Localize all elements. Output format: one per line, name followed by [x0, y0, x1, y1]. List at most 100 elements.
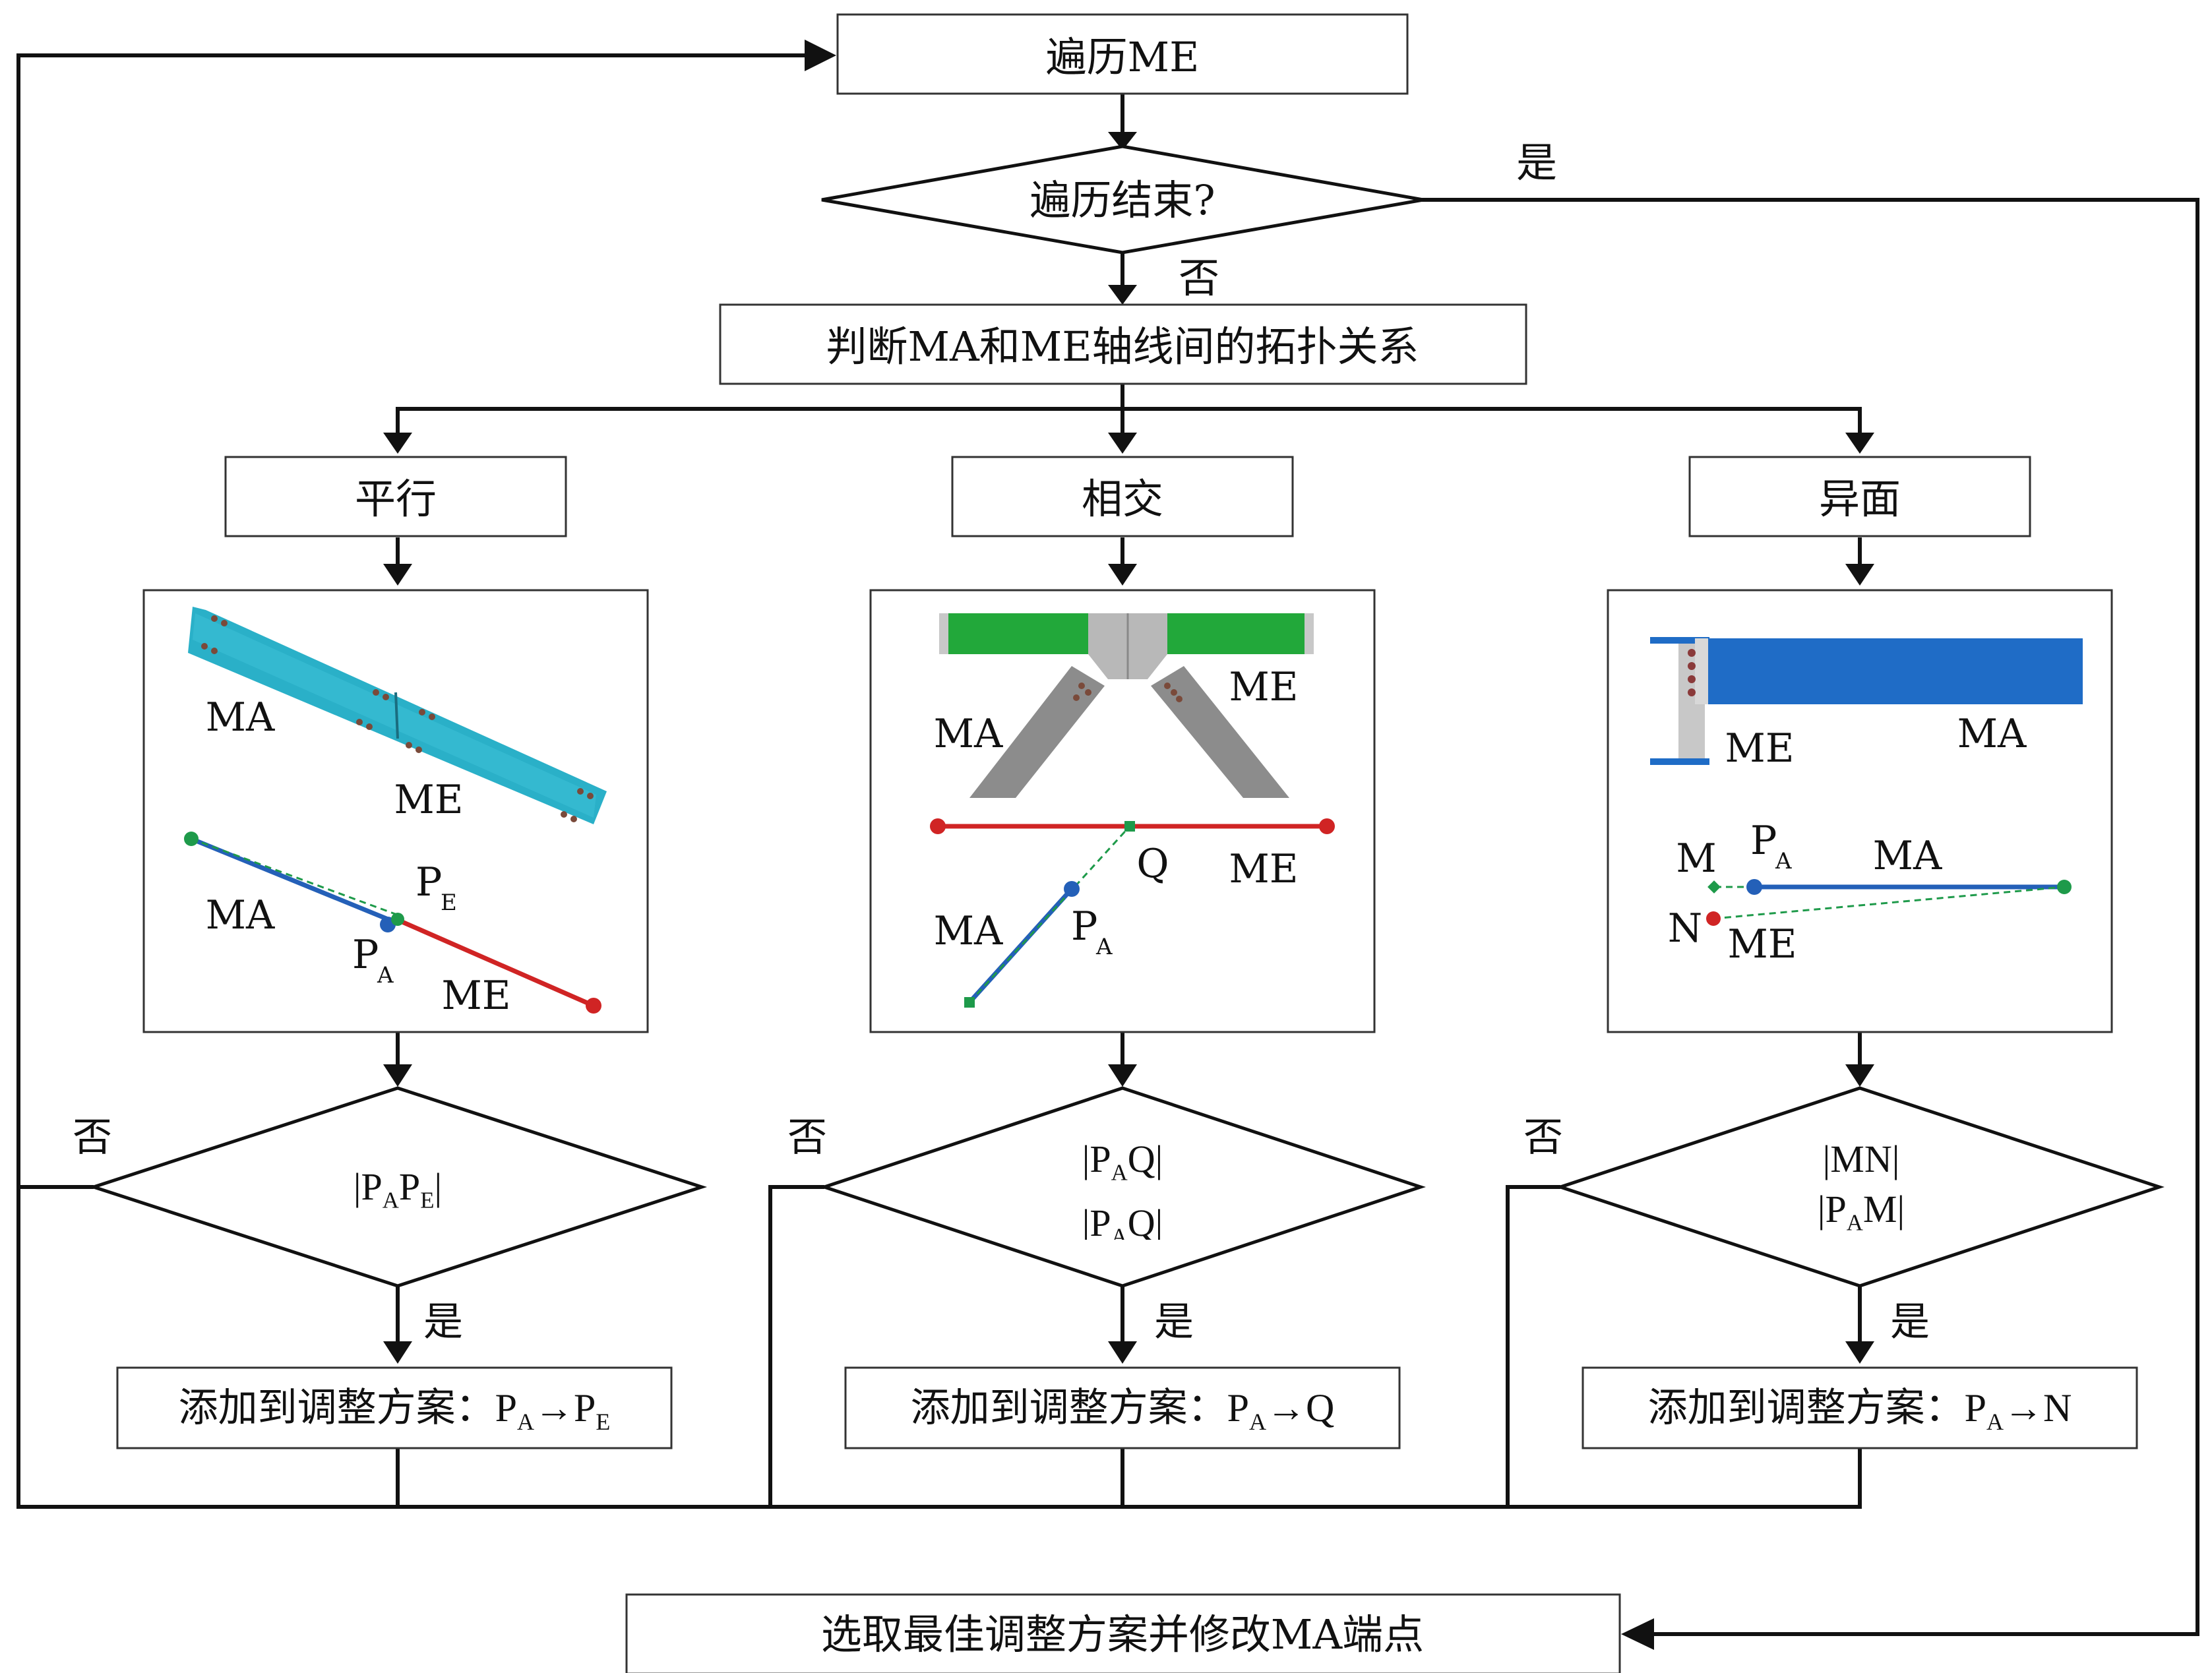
condition-text-intersect: |PAQ| |PAQ|: [1082, 1138, 1163, 1240]
steel-bolts: [1688, 649, 1696, 696]
arrowhead: [383, 564, 412, 586]
no-label-intersect: 否: [787, 1114, 827, 1161]
condition-label-intersect-2: |PAQ|: [1082, 1201, 1163, 1240]
loop-back-line: [16, 53, 818, 1509]
arrowhead: [1845, 564, 1874, 586]
point-me-end: [1319, 818, 1335, 834]
label-n: N: [1668, 905, 1703, 952]
steel-plate: [1305, 613, 1314, 654]
no-label-parallel: 否: [73, 1114, 112, 1161]
arrowhead: [1108, 1341, 1137, 1364]
condition-text-parallel: |PAPE|: [353, 1165, 442, 1213]
point-me-end: [586, 998, 601, 1014]
condition-label-skew-2: |PAM|: [1817, 1188, 1905, 1236]
ill-label-ma-bottom: MA: [934, 908, 1003, 954]
decision-end-no-label: 否: [1179, 254, 1219, 302]
steel-beam-ma: [1708, 638, 2083, 704]
svg-text:A: A: [377, 962, 394, 989]
ill-label-ma-bottom: MA: [206, 892, 275, 938]
point-pa: [1064, 881, 1080, 897]
ill-label-me-top: ME: [1725, 725, 1794, 772]
arrowhead: [383, 433, 412, 454]
point-me-start: [930, 818, 946, 834]
condition-diamond-parallel: [88, 1086, 708, 1288]
action-nodes: 添加到调整方案：PA→PE 添加到调整方案：PA→Q 添加到调整方案：PA→N: [116, 1366, 2138, 1449]
condition-nodes: |PAPE| 否 是 |PAQ| |PAQ| 否 是 |MN| |PAM| 否 …: [73, 1086, 2165, 1345]
decision-end-yes-label: 是: [1516, 138, 1557, 187]
action-text-parallel: 添加到调整方案：PA→PE: [178, 1386, 611, 1435]
steel-beam-flange: [193, 613, 596, 818]
yes-label-skew: 是: [1890, 1299, 1930, 1345]
label-pe: P E: [415, 859, 457, 916]
steel-joint-line: [394, 692, 399, 739]
arrowhead: [805, 40, 836, 71]
illustration-skew: ME MA M N P A MA ME: [1607, 589, 2113, 1033]
type-label-intersect: 相交: [1082, 475, 1163, 523]
ill-label-me-bottom: ME: [1229, 846, 1298, 892]
point-n: [1706, 911, 1721, 926]
type-label-parallel: 平行: [355, 475, 437, 523]
type-box-parallel: [224, 456, 567, 537]
topology-label: 判断MA和ME轴线间的拓扑关系: [826, 322, 1419, 371]
condition-label-skew-1: |MN|: [1822, 1138, 1900, 1180]
point-pa: [1746, 879, 1762, 895]
action-label-parallel: 添加到调整方案：PA→PE: [178, 1386, 611, 1435]
point-m: [1707, 880, 1721, 894]
decision-end-label: 遍历结束?: [1029, 176, 1215, 224]
ill-label-ma-top: MA: [1957, 711, 2027, 757]
type-label-skew: 异面: [1819, 475, 1901, 523]
action-label-intersect: 添加到调整方案：PA→Q: [910, 1386, 1335, 1435]
yes-label-parallel: 是: [423, 1299, 463, 1345]
arrowhead: [1108, 1064, 1137, 1087]
ill-label-me-top: ME: [1229, 664, 1298, 710]
ill-label-ma-top: MA: [206, 694, 275, 741]
arrowhead: [1108, 285, 1137, 305]
decision-end-diamond: [821, 144, 1424, 255]
arrowhead: [1621, 1618, 1654, 1650]
topology-node: 判断MA和ME轴线间的拓扑关系: [719, 303, 1527, 385]
start-box: [836, 13, 1409, 95]
no-label-skew: 否: [1523, 1114, 1563, 1161]
steel-bolts: [201, 615, 594, 822]
axis-me: [396, 917, 595, 1008]
type-box-skew: [1688, 456, 2031, 537]
condition-diamond-intersect: [819, 1086, 1426, 1288]
label-pa: P A: [1071, 903, 1113, 960]
action-box-intersect: [844, 1366, 1401, 1449]
svg-text:A: A: [1775, 848, 1792, 874]
arrowhead: [1108, 564, 1137, 586]
action-text-intersect: 添加到调整方案：PA→Q: [910, 1386, 1335, 1435]
label-pa: P A: [352, 932, 394, 989]
start-label: 遍历ME: [1046, 33, 1200, 81]
condition-label-intersect-1: |PAQ|: [1082, 1138, 1163, 1186]
arrowhead: [1845, 1341, 1874, 1364]
topology-box: [719, 303, 1527, 385]
connector-lines: [16, 40, 2199, 1650]
steel-plate: [939, 613, 948, 654]
label-m: M: [1676, 836, 1716, 882]
no-line-3: [1506, 1185, 1560, 1507]
steel-plate: [1695, 638, 1708, 704]
arrowhead: [1108, 433, 1137, 454]
final-box: [625, 1593, 1621, 1673]
action-box-parallel: [116, 1366, 673, 1449]
condition-diamond-skew: [1555, 1086, 2165, 1288]
point-ma-start: [964, 997, 975, 1008]
no-line-2: [768, 1185, 824, 1507]
action-label-skew: 添加到调整方案：PA→N: [1647, 1386, 2072, 1435]
action-box-skew: [1582, 1366, 2138, 1449]
start-node: 遍历ME: [836, 13, 1409, 95]
label-pa: P A: [1750, 818, 1792, 874]
svg-text:E: E: [441, 890, 457, 916]
ill-label-me-bottom: ME: [441, 973, 510, 1019]
ill-label-me-top: ME: [394, 777, 463, 823]
steel-brace-ma: [969, 666, 1105, 798]
final-node: 选取最佳调整方案并修改MA端点: [625, 1593, 1621, 1673]
steel-bolts: [1073, 683, 1183, 702]
label-q: Q: [1136, 841, 1169, 887]
arrowhead: [383, 1341, 412, 1364]
ill-label-ma-bottom: MA: [1873, 833, 1942, 879]
arrowhead: [1845, 433, 1874, 454]
arrowhead: [383, 1064, 412, 1087]
